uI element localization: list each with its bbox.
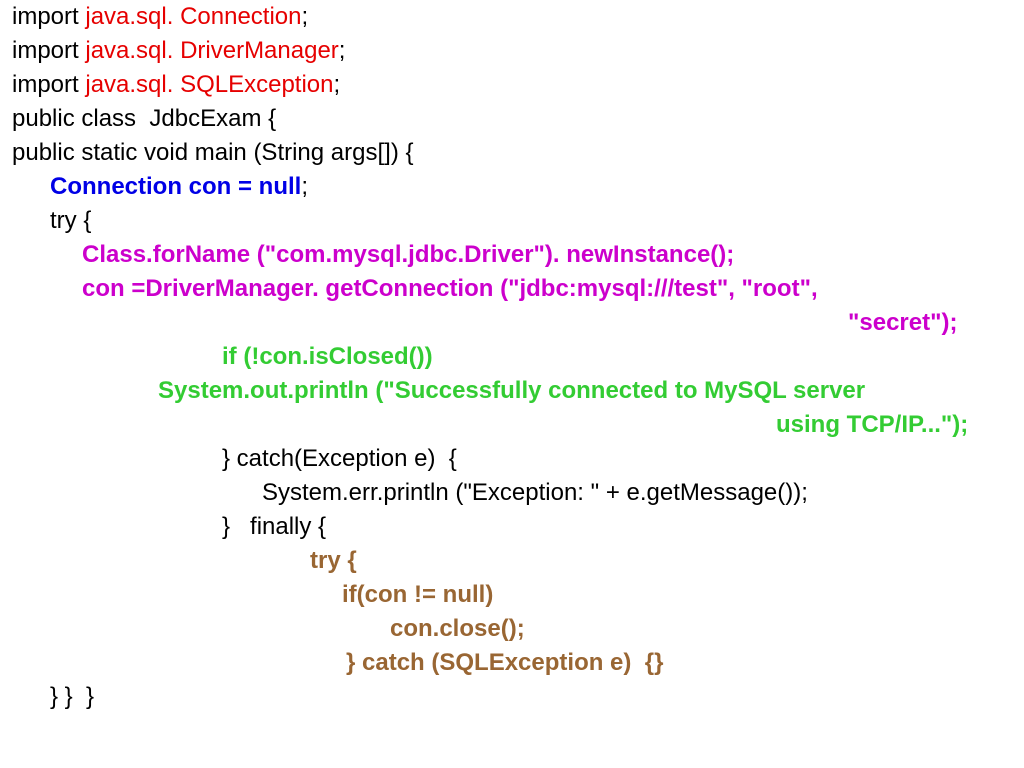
err-println-line: System.err.println ("Exception: " + e.ge…: [262, 479, 808, 506]
import-class-name: java.sql. Connection: [85, 3, 302, 30]
import-sqlexception-line: import java.sql. SQLException;: [12, 70, 340, 100]
if-not-closed-line: if (!con.isClosed()): [222, 343, 433, 370]
get-connection-line: con =DriverManager. getConnection ("jdbc…: [82, 275, 818, 302]
try-open-line: try {: [50, 207, 92, 234]
get-connection-continuation-line: "secret");: [848, 309, 958, 336]
con-close-line: con.close();: [390, 615, 525, 642]
catch-exception-line: } catch(Exception e) {: [222, 445, 457, 472]
connection-declaration-line: Connection con = null;: [50, 172, 308, 202]
statement-terminator: ;: [333, 71, 341, 98]
statement-terminator: ;: [301, 3, 309, 30]
if-con-not-null-line: if(con != null): [342, 581, 494, 608]
connection-declaration: Connection con = null: [50, 173, 302, 200]
import-class-name: java.sql. DriverManager: [85, 37, 339, 64]
println-continuation-line: using TCP/IP...");: [776, 411, 969, 438]
inner-try-line: try {: [310, 547, 357, 574]
class-forname-line: Class.forName ("com.mysql.jdbc.Driver").…: [82, 241, 735, 268]
catch-sqlexception-line: } catch (SQLException e) {}: [346, 649, 664, 676]
main-method-declaration-line: public static void main (String args[]) …: [12, 139, 414, 166]
closing-braces-line: } } }: [50, 683, 95, 710]
import-keyword: import: [12, 3, 86, 30]
import-class-name: java.sql. SQLException: [85, 71, 334, 98]
import-connection-line: import java.sql. Connection;: [12, 2, 308, 32]
statement-terminator: ;: [338, 37, 346, 64]
println-success-line: System.out.println ("Successfully connec…: [158, 377, 866, 404]
import-keyword: import: [12, 71, 86, 98]
finally-open-line: } finally {: [222, 513, 327, 540]
import-drivermanager-line: import java.sql. DriverManager;: [12, 36, 345, 66]
import-keyword: import: [12, 37, 86, 64]
statement-terminator: ;: [301, 173, 309, 200]
class-declaration-line: public class JdbcExam {: [12, 105, 277, 132]
